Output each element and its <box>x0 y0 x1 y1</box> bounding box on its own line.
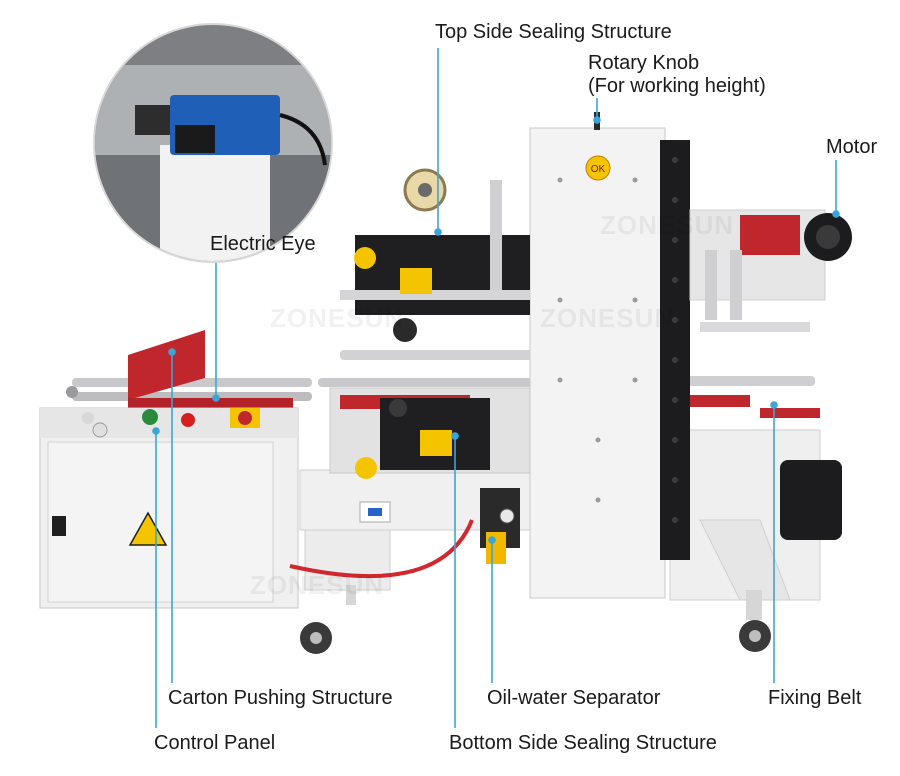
ok-badge-text: OK <box>591 164 606 175</box>
label-carton-pushing: Carton Pushing Structure <box>168 687 393 709</box>
bottom-sealing-head <box>355 398 490 479</box>
label-rotary-knob: Rotary Knob (For working height) <box>588 52 766 98</box>
label-bottom-side-sealing: Bottom Side Sealing Structure <box>449 732 717 754</box>
label-rotary-knob-line2: (For working height) <box>588 75 766 97</box>
label-oil-water-separator: Oil-water Separator <box>487 687 661 709</box>
control-box <box>39 407 299 609</box>
air-regulator <box>289 488 520 579</box>
label-fixing-belt: Fixing Belt <box>768 687 862 709</box>
motor-assembly <box>689 209 852 332</box>
label-top-side-sealing: Top Side Sealing Structure <box>435 21 672 43</box>
top-sealing-head <box>340 168 530 342</box>
label-electric-eye: Electric Eye <box>210 233 316 255</box>
carton-pushing-flap <box>128 330 205 400</box>
watermark: ZONESUN <box>250 570 385 600</box>
label-rotary-knob-line1: Rotary Knob <box>588 52 700 74</box>
watermark: ZONESUN <box>270 303 405 333</box>
lifting-column <box>529 112 690 599</box>
label-control-panel: Control Panel <box>154 732 276 754</box>
watermark: ZONESUN <box>600 210 735 240</box>
casters <box>300 585 771 654</box>
fixing-belt-motor <box>690 395 842 540</box>
watermark: ZONESUN <box>540 303 675 333</box>
electric-eye-closeup <box>93 23 333 263</box>
label-motor: Motor <box>826 136 878 158</box>
ok-badge-circle <box>585 155 611 181</box>
